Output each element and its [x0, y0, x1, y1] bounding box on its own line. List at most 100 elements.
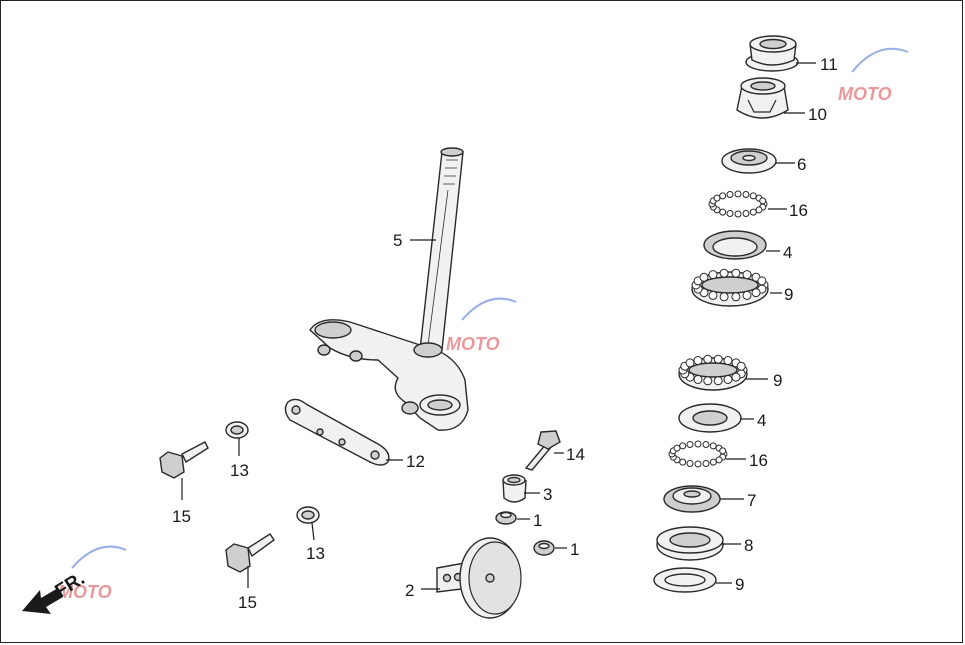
callout-9: 9 [735, 575, 744, 594]
callout-16: 16 [789, 201, 808, 220]
callout-11: 11 [820, 55, 838, 74]
bearing-ball [731, 372, 741, 382]
bearing-ball [693, 375, 703, 384]
callout-1: 1 [533, 511, 542, 530]
part-15-bolt-a [159, 441, 209, 479]
bearing-ball [693, 356, 703, 365]
bearing-ball [679, 442, 687, 450]
bearing-ball [694, 440, 702, 448]
bearing-ball [719, 447, 727, 455]
callout-numbers: 11 10 6 16 4 9 5 9 4 16 7 8 9 12 14 3 1 … [172, 55, 838, 612]
bearing-ball [723, 375, 733, 384]
bearing-ball [673, 444, 681, 452]
bearing-ball [723, 356, 733, 365]
part-4-cone-race-lower [678, 403, 742, 433]
bearing-ball [702, 460, 710, 467]
bearing-ball [686, 460, 694, 467]
bearing-ball [755, 206, 763, 214]
callout-16: 16 [749, 451, 768, 470]
callout-13: 13 [306, 544, 325, 563]
part-13-washer-b [296, 506, 320, 524]
bearing-ball [679, 458, 687, 466]
callout-10: 10 [808, 105, 827, 124]
bearing-ball [713, 194, 721, 202]
bearing-ball [719, 292, 729, 302]
part-8-dust-seal [656, 526, 724, 561]
part-7-lower-race [663, 485, 721, 513]
bearing-ball [734, 210, 742, 218]
front-direction-indicator: FR. [22, 568, 89, 614]
callout-4: 4 [783, 243, 792, 262]
bearing-ball [703, 354, 713, 364]
watermark-text: MOTO [58, 582, 112, 602]
bearing-ball [685, 358, 695, 368]
bearing-ball [719, 208, 727, 216]
callout-2: 2 [405, 581, 414, 600]
bearing-ball [731, 268, 741, 278]
part-12-brake-hose-bracket [284, 398, 390, 466]
bearing-ball [757, 276, 767, 286]
part-10-steering-nut [736, 77, 789, 119]
callout-7: 7 [747, 491, 756, 510]
part-4-cone-race-upper [703, 230, 767, 260]
bearing-ball [734, 190, 742, 198]
watermark-top-right: MOTO [838, 47, 909, 104]
part-1-nut-a [495, 511, 517, 525]
bearing-ball [719, 268, 729, 278]
watermark-center: MOTO [446, 297, 517, 354]
part-9-washer-lower [653, 567, 717, 593]
part-2-cover-plate [436, 537, 522, 619]
part-15-bolt-b [225, 533, 275, 573]
watermark-bottom-left: MOTO [58, 545, 127, 602]
part-16-ball-ring-upper [708, 190, 768, 218]
bearing-ball [751, 288, 761, 298]
bearing-ball [749, 192, 757, 200]
callout-6: 6 [797, 155, 806, 174]
part-13-washer-a [225, 421, 249, 439]
bearing-ball [759, 197, 767, 205]
bearing-ball [699, 272, 709, 282]
watermark-text: MOTO [838, 84, 892, 104]
part-lower-bracket [309, 319, 469, 431]
bearing-ball [713, 354, 723, 364]
bearing-ball [708, 290, 718, 300]
bearing-ball [731, 292, 741, 302]
part-14-bolt [524, 430, 561, 471]
bearing-ball [719, 192, 727, 200]
part-6-upper-race [721, 148, 777, 174]
bearing-ball [709, 442, 717, 450]
callout-15: 15 [238, 593, 257, 612]
bearing-ball [713, 376, 723, 386]
callout-12: 12 [406, 452, 425, 471]
callout-15: 15 [172, 507, 191, 526]
bearing-ball [686, 441, 694, 448]
watermark-text: MOTO [446, 334, 500, 354]
part-11-dust-cap [745, 35, 799, 72]
bearing-ball [742, 191, 750, 198]
part-3-collar [502, 474, 527, 503]
part-16-ball-ring-lower [668, 440, 728, 468]
callout-3: 3 [543, 485, 552, 504]
bearing-ball [703, 376, 713, 386]
bearing-ball [702, 441, 710, 448]
bearing-ball [749, 208, 757, 216]
callout-1: 1 [570, 540, 579, 559]
bearing-ball [726, 191, 734, 198]
callout-4: 4 [757, 411, 766, 430]
callout-5: 5 [393, 231, 402, 250]
part-9-bearing-upper [691, 268, 769, 307]
bearing-ball [726, 210, 734, 217]
bearing-ball [708, 270, 718, 280]
callout-14: 14 [566, 445, 585, 464]
bearing-ball [742, 210, 750, 217]
bearing-ball [736, 361, 746, 371]
bearing-ball [715, 456, 723, 464]
callout-8: 8 [744, 536, 753, 555]
part-5-steering-stem [419, 147, 464, 351]
bearing-ball [694, 460, 702, 468]
callout-13: 13 [230, 461, 249, 480]
bearing-ball [742, 290, 752, 300]
callout-9: 9 [773, 371, 782, 390]
